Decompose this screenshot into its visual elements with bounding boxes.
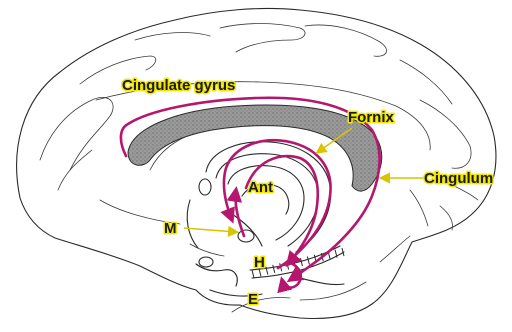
label-cingulate-gyrus: Cingulate gyrus bbox=[122, 77, 235, 94]
pointer-arrows bbox=[184, 128, 424, 232]
hatch-tick bbox=[252, 270, 254, 278]
label-h: H bbox=[254, 254, 265, 271]
label-e: E bbox=[248, 291, 258, 308]
cingulate-return-path bbox=[246, 156, 318, 264]
m-pointer bbox=[184, 228, 236, 232]
mammillothalamic-path bbox=[235, 190, 244, 236]
hatch-tick bbox=[307, 256, 309, 264]
fornix-arcs bbox=[187, 142, 330, 252]
label-cingulum: Cingulum bbox=[424, 170, 493, 187]
label-m: M bbox=[164, 220, 177, 237]
hatch-tick bbox=[273, 265, 275, 273]
label-ant: Ant bbox=[248, 179, 273, 196]
hatch-tick bbox=[300, 258, 302, 266]
brain-outline bbox=[17, 8, 496, 318]
label-fornix: Fornix bbox=[348, 109, 394, 126]
